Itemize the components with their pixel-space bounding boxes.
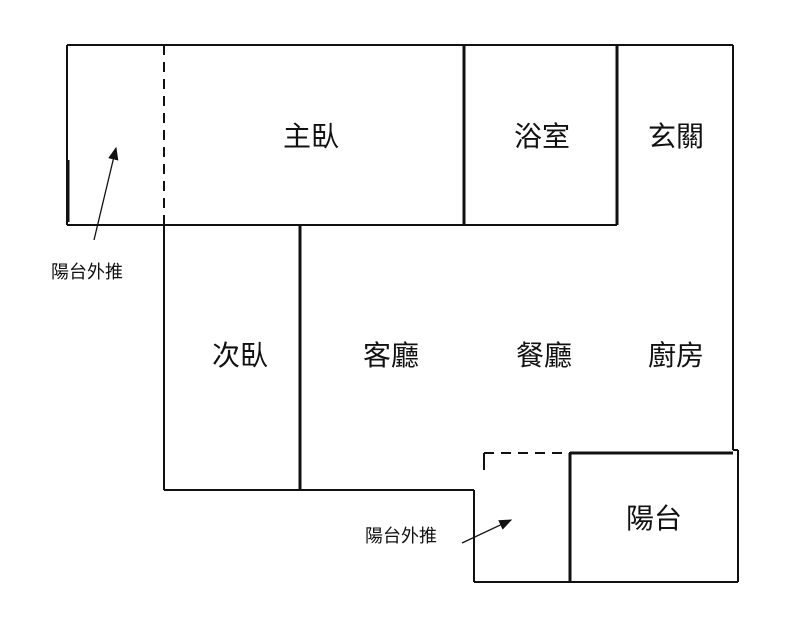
master-bedroom-label: 主臥 [283,120,339,153]
living-room-label: 客廳 [363,339,419,372]
dining-room-label: 餐廳 [516,339,572,372]
second-bedroom-label: 次臥 [212,339,268,372]
top-extension-arrow [93,146,119,241]
balcony-label: 陽台 [626,502,682,535]
kitchen-label: 廚房 [648,339,704,372]
balcony-arrows [93,146,513,544]
interior-walls [163,45,733,582]
bottom-balcony-extension-note: 陽台外推 [365,526,437,547]
top-balcony-extension-note: 陽台外推 [51,262,123,283]
bottom-extension-arrow [461,519,513,544]
bathroom-label: 浴室 [514,120,570,153]
entrance-label: 玄關 [648,120,704,153]
room-labels: 主臥 浴室 玄關 次臥 客廳 餐廳 廚房 陽台 [212,120,704,535]
balcony-extension-notes: 陽台外推 陽台外推 [51,262,437,547]
outer-walls [66,44,739,583]
